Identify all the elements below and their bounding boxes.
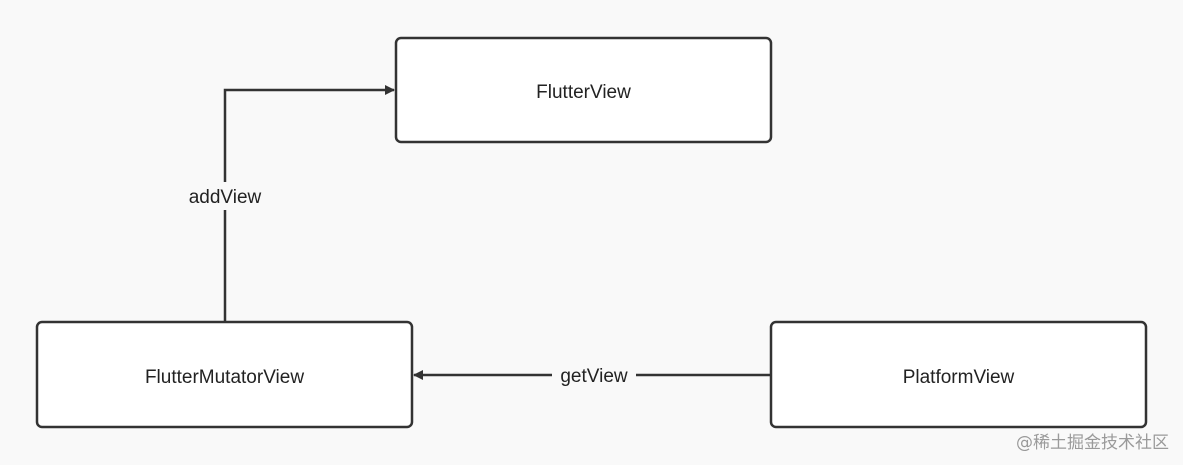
node-platform-view: PlatformView (769, 320, 1148, 429)
flutter-mutator-view-label: FlutterMutatorView (145, 367, 304, 388)
get-view-label: getView (560, 366, 628, 387)
node-flutter-view: FlutterView (394, 36, 773, 144)
watermark-text: @稀土掘金技术社区 (1016, 433, 1169, 453)
add-view-label: addView (189, 187, 262, 208)
edge-label-get-view: getView (552, 362, 636, 390)
platform-view-label: PlatformView (903, 367, 1015, 388)
node-flutter-mutator-view: FlutterMutatorView (35, 320, 414, 429)
edge-add-view (223, 85, 395, 322)
edge-label-add-view: addView (178, 182, 272, 210)
flutter-view-label: FlutterView (536, 82, 631, 103)
